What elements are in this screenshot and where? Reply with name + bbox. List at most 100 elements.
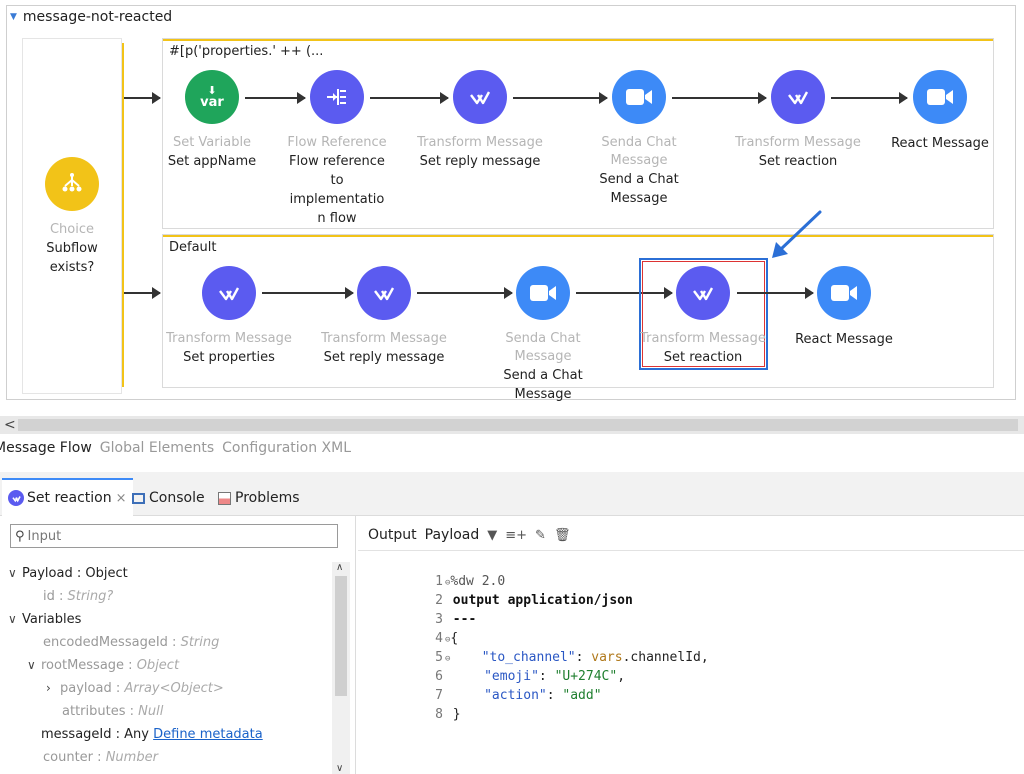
tab-set-reaction[interactable]: Set reaction × bbox=[2, 478, 133, 516]
editor-tabs: Message Flow Global Elements Configurati… bbox=[0, 440, 351, 464]
video-icon bbox=[817, 266, 871, 320]
code-line: 5⊖ "to_channel": vars.channelId, bbox=[435, 650, 709, 665]
search-placeholder: Input bbox=[27, 528, 62, 544]
node-label: Message bbox=[610, 191, 668, 206]
flow-arrow bbox=[245, 92, 306, 104]
dataweave-code-editor[interactable]: 1⊖%dw 2.0 2 output application/json 3 --… bbox=[358, 550, 1024, 774]
chevron-down-icon[interactable]: ∨ bbox=[27, 658, 36, 672]
search-icon: ⚲ bbox=[15, 528, 25, 544]
tab-configuration-xml[interactable]: Configuration XML bbox=[222, 440, 352, 456]
var-icon: ⬇ var bbox=[185, 70, 239, 124]
route2-react-message[interactable]: React Message bbox=[780, 266, 908, 349]
tab-problems[interactable]: Problems bbox=[218, 480, 300, 516]
flow-canvas: ▼ message-not-reacted Choice Subflow exi… bbox=[6, 5, 1016, 404]
route-2-header[interactable]: Default bbox=[163, 235, 993, 257]
node-label: to bbox=[330, 173, 344, 188]
canvas-horizontal-scrollbar[interactable]: < bbox=[0, 416, 1024, 434]
panel-tab-bar: Set reaction × Console Problems bbox=[0, 472, 1024, 516]
chevron-up-icon[interactable]: ∧ bbox=[336, 562, 344, 573]
route2-transform-reaction[interactable]: Transform Message Set reaction bbox=[639, 266, 767, 367]
node-type: Set Variable bbox=[172, 135, 252, 150]
route-1[interactable]: #[p('properties.' ++ (... bbox=[162, 38, 994, 229]
dropdown-icon[interactable]: ▼ bbox=[487, 527, 498, 543]
transform-icon bbox=[8, 490, 24, 506]
flow-title: message-not-reacted bbox=[22, 9, 173, 25]
route1-flow-reference[interactable]: Flow Reference Flow reference to impleme… bbox=[273, 70, 401, 228]
tab-global-elements[interactable]: Global Elements bbox=[99, 440, 215, 456]
choice-icon bbox=[45, 157, 99, 211]
node-label: React Message bbox=[891, 136, 989, 151]
chevron-down-icon[interactable]: ∨ bbox=[8, 566, 17, 580]
tab-label: Console bbox=[149, 490, 205, 506]
node-type: Transform Message bbox=[417, 135, 543, 150]
close-icon[interactable]: × bbox=[115, 490, 127, 506]
tree-row-payload[interactable]: ∨Payload : Object bbox=[8, 562, 340, 585]
code-line: 2 output application/json bbox=[435, 593, 633, 608]
output-pane: Output Payload ▼ ≡+ ✎ 🗑 1⊖%dw 2.0 2 outp… bbox=[358, 516, 1024, 774]
chevron-down-icon[interactable]: ∨ bbox=[336, 763, 344, 774]
tree-row-counter[interactable]: counter : Number bbox=[43, 750, 158, 765]
video-icon bbox=[612, 70, 666, 124]
transform-icon bbox=[676, 266, 730, 320]
node-label: Set reaction bbox=[663, 350, 743, 365]
input-metadata-pane: ⚲ Input ∨Payload : Object id : String? ∨… bbox=[0, 516, 356, 774]
flow-arrow bbox=[737, 287, 814, 299]
tab-message-flow[interactable]: Message Flow bbox=[0, 440, 92, 456]
node-type: Transform Message bbox=[640, 331, 766, 346]
route-1-expression[interactable]: #[p('properties.' ++ (... bbox=[163, 39, 993, 61]
flow-arrow bbox=[513, 92, 608, 104]
tree-row-root-message[interactable]: ∨rootMessage : Object bbox=[27, 654, 359, 677]
choice-node[interactable]: Choice Subflow exists? bbox=[8, 157, 136, 277]
flow-arrow bbox=[370, 92, 449, 104]
video-icon bbox=[913, 70, 967, 124]
output-target-select[interactable]: Payload bbox=[424, 527, 480, 543]
scroll-left-icon[interactable]: < bbox=[4, 417, 16, 433]
problems-icon bbox=[218, 491, 231, 505]
tree-row-variables[interactable]: ∨Variables bbox=[8, 608, 340, 631]
flow-arrow bbox=[417, 287, 513, 299]
route1-react-message[interactable]: React Message bbox=[876, 70, 1004, 153]
tree-row-id[interactable]: id : String? bbox=[43, 589, 114, 604]
input-search-field[interactable]: ⚲ Input bbox=[10, 524, 338, 548]
tab-label: Problems bbox=[235, 490, 300, 506]
node-label: Set reaction bbox=[758, 154, 838, 169]
route2-transform-properties[interactable]: Transform Message Set properties bbox=[165, 266, 293, 367]
tree-row-payload-array[interactable]: ›payload : Array<Object> bbox=[46, 677, 378, 700]
collapse-triangle-icon[interactable]: ▼ bbox=[10, 12, 17, 22]
tree-row-encoded-message-id[interactable]: encodedMessageId : String bbox=[43, 635, 220, 650]
scrollbar-thumb[interactable] bbox=[335, 576, 347, 696]
chevron-right-icon[interactable]: › bbox=[46, 681, 51, 695]
var-icon-text: var bbox=[200, 95, 224, 110]
scrollbar-thumb[interactable] bbox=[18, 419, 1018, 431]
chevron-down-icon[interactable]: ∨ bbox=[8, 612, 17, 626]
node-label: implementatio bbox=[289, 192, 385, 207]
tree-row-attributes[interactable]: attributes : Null bbox=[62, 704, 164, 719]
add-list-icon[interactable]: ≡+ bbox=[505, 527, 528, 543]
define-metadata-link[interactable]: Define metadata bbox=[153, 727, 263, 742]
delete-icon[interactable]: 🗑 bbox=[553, 527, 571, 543]
route2-send-chat[interactable]: Senda Chat Message Send a Chat Message bbox=[479, 266, 607, 404]
transform-icon bbox=[202, 266, 256, 320]
flow-arrow bbox=[831, 92, 908, 104]
route1-transform-reaction[interactable]: Transform Message Set reaction bbox=[734, 70, 862, 171]
route1-transform-reply[interactable]: Transform Message Set reply message bbox=[416, 70, 544, 171]
output-toolbar: Output Payload ▼ ≡+ ✎ 🗑 bbox=[368, 524, 570, 546]
route1-set-variable[interactable]: ⬇ var Set Variable Set appName bbox=[148, 70, 276, 171]
node-label: Set reply message bbox=[323, 350, 445, 365]
video-icon bbox=[516, 266, 570, 320]
node-type: Flow Reference bbox=[287, 135, 387, 150]
tree-row-message-id[interactable]: messageId : Any Define metadata bbox=[41, 723, 332, 746]
choice-divider bbox=[122, 43, 124, 387]
flow-title-row[interactable]: ▼ message-not-reacted bbox=[6, 5, 172, 29]
node-label: Send a Chat bbox=[503, 368, 583, 383]
transform-icon bbox=[357, 266, 411, 320]
edit-icon[interactable]: ✎ bbox=[535, 527, 546, 543]
node-label: React Message bbox=[795, 332, 893, 347]
tab-console[interactable]: Console bbox=[132, 480, 205, 516]
route2-transform-reply[interactable]: Transform Message Set reply message bbox=[320, 266, 448, 367]
node-type: Transform Message bbox=[321, 331, 447, 346]
tree-vertical-scrollbar[interactable]: ∧ ∨ bbox=[332, 562, 350, 774]
route1-send-chat[interactable]: Senda Chat Message Send a Chat Message bbox=[575, 70, 703, 208]
code-line: 3 --- bbox=[435, 612, 477, 627]
choice-column bbox=[22, 38, 122, 394]
